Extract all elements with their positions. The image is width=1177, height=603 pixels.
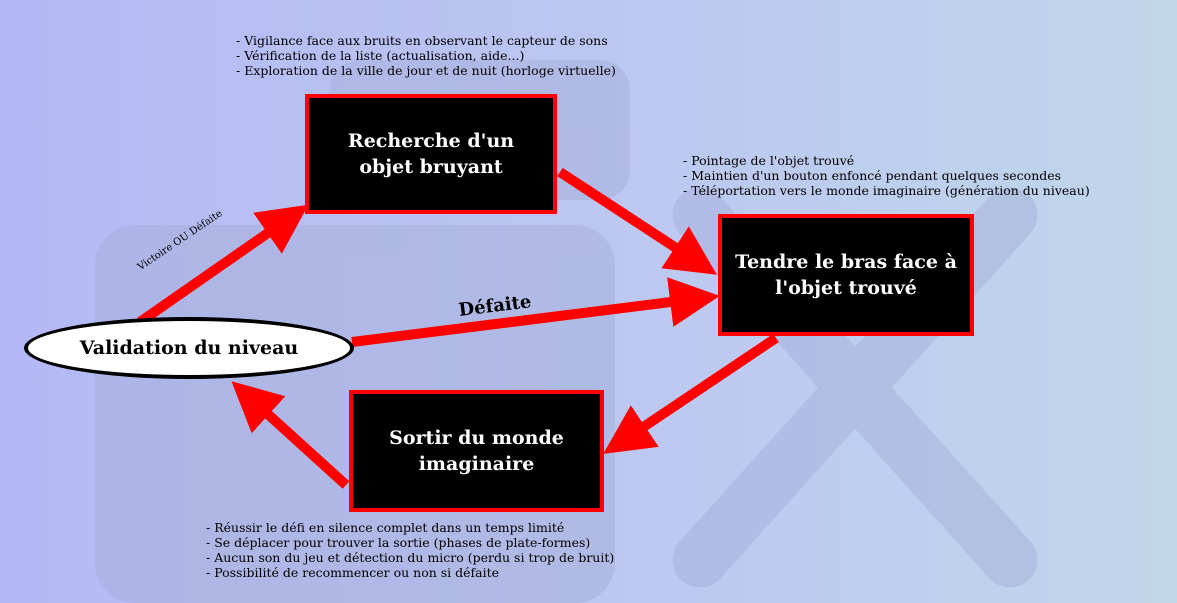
notes-arm: Pointage de l'objet trouvé Maintien d'un…	[683, 153, 1090, 198]
node-validation-label: Validation du niveau	[79, 337, 299, 359]
node-arm: Tendre le bras face à l'objet trouvé	[718, 214, 974, 336]
note-item: Téléportation vers le monde imaginaire (…	[683, 183, 1090, 198]
notes-search: Vigilance face aux bruits en observant l…	[236, 33, 616, 78]
node-arm-label: Tendre le bras face à l'objet trouvé	[735, 251, 957, 299]
node-exit: Sortir du monde imaginaire	[349, 390, 604, 512]
node-search-label: Recherche d'un objet bruyant	[347, 130, 515, 178]
note-item: Réussir le défi en silence complet dans …	[206, 520, 614, 535]
node-exit-label: Sortir du monde imaginaire	[389, 427, 564, 475]
node-validation: Validation du niveau	[24, 317, 354, 379]
arrow-arm-to-exit	[603, 333, 779, 454]
arrow-search-to-arm	[557, 167, 717, 275]
note-item: Vérification de la liste (actualisation,…	[236, 48, 616, 63]
note-item: Pointage de l'objet trouvé	[683, 153, 1090, 168]
note-item: Possibilité de recommencer ou non si déf…	[206, 565, 614, 580]
note-item: Aucun son du jeu et détection du micro (…	[206, 550, 614, 565]
note-item: Se déplacer pour trouver la sortie (phas…	[206, 535, 614, 550]
arrow-validation-to-arm	[351, 277, 720, 347]
notes-exit: Réussir le défi en silence complet dans …	[206, 520, 614, 580]
note-item: Maintien d'un bouton enfoncé pendant que…	[683, 168, 1090, 183]
arrow-validation-to-search	[137, 204, 309, 327]
arrow-exit-to-validation	[231, 381, 350, 489]
note-item: Exploration de la ville de jour et de nu…	[236, 63, 616, 78]
note-item: Vigilance face aux bruits en observant l…	[236, 33, 616, 48]
node-search: Recherche d'un objet bruyant	[305, 94, 557, 214]
